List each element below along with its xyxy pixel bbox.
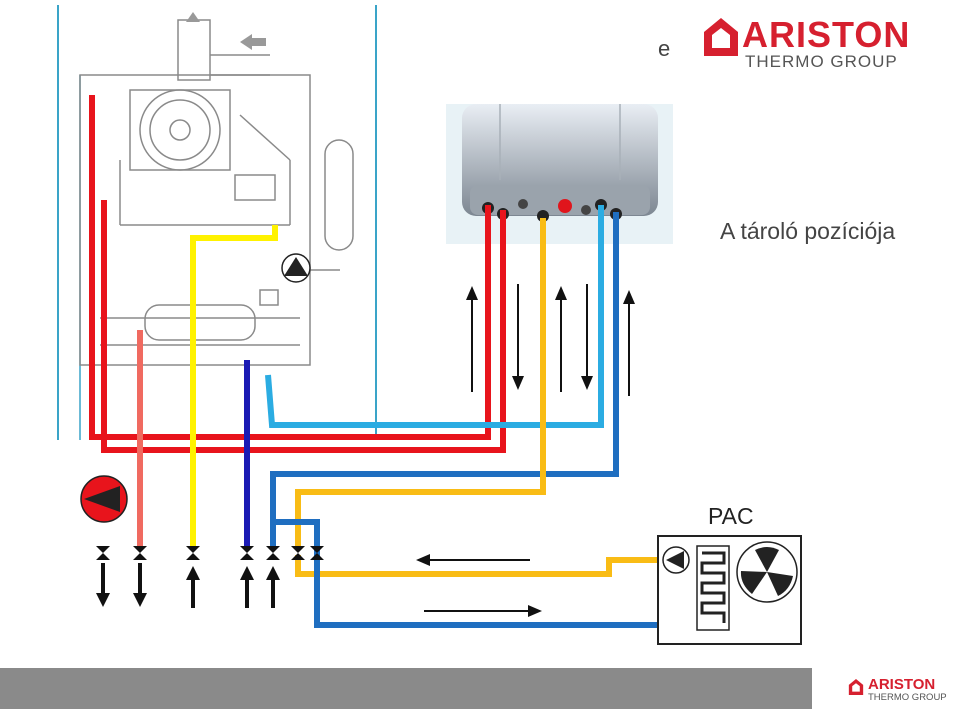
flue-arrow-up-icon [186, 12, 200, 22]
valve-icon [186, 546, 200, 560]
valve-icon [310, 546, 324, 560]
footer-bar [0, 668, 812, 709]
pipe-blue-1 [270, 212, 619, 548]
flow-arrow-up-icon [623, 290, 635, 396]
arrow-down-icon [133, 563, 147, 607]
arrow-down-icon [96, 563, 110, 607]
pipe-hot-red-2 [101, 200, 506, 453]
ariston-logo-bottom: ARISTON THERMO GROUP [848, 676, 956, 706]
pipe-hot-red-1 [89, 95, 491, 440]
air-intake-arrow-icon [240, 34, 266, 50]
pipe-orange-yellow [295, 218, 546, 548]
fan-icon [736, 541, 798, 603]
boiler-pump-icon [281, 253, 311, 283]
flow-arrow-up-icon [466, 286, 478, 392]
valve-icon [240, 546, 254, 560]
flow-arrow-left-icon [416, 554, 530, 566]
flow-arrow-up-icon [555, 286, 567, 392]
arrow-up-icon [240, 566, 254, 608]
valve-icon [96, 546, 110, 560]
brand-subtitle-small: THERMO GROUP [868, 692, 947, 703]
pipe-blue-pac [270, 519, 718, 628]
pac-label: PAC [708, 503, 754, 529]
pac-unit [657, 535, 802, 645]
house-logo-icon [848, 679, 864, 695]
valve-icon [133, 546, 147, 560]
tank-position-label: A tároló pozíciója [720, 218, 896, 244]
pipe-light-blue [265, 205, 604, 428]
brand-name: ARISTON [742, 14, 911, 55]
brand-subtitle: THERMO GROUP [745, 52, 898, 71]
valve-icon [291, 546, 305, 560]
storage-tank-image [446, 104, 673, 244]
brand-name-small: ARISTON [868, 676, 936, 693]
valve-icon [266, 546, 280, 560]
flow-arrow-down-icon [581, 284, 593, 390]
house-logo-icon [704, 18, 738, 56]
pipe-yellow [190, 225, 278, 548]
pipe-orange-pac [295, 555, 670, 577]
arrow-up-icon [266, 566, 280, 608]
valve-row [96, 546, 324, 560]
arrow-up-icon [186, 566, 200, 608]
ariston-logo-top: ARISTON THERMO GROUP [700, 12, 926, 74]
circulation-pump-icon [80, 475, 128, 523]
heat-exchanger-coil-icon [700, 551, 726, 623]
fragment-e-label: e [658, 36, 671, 61]
flow-arrow-right-icon [424, 605, 542, 617]
flow-arrow-down-icon [512, 284, 524, 390]
